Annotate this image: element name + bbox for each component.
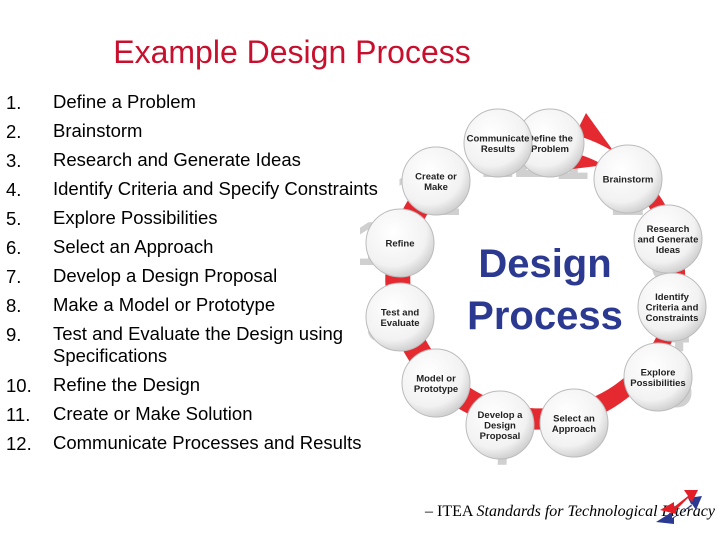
step-item: 7.Develop a Design Proposal <box>6 262 406 291</box>
diagram-node-label: Test and <box>381 307 420 318</box>
diagram-node-label: Ideas <box>656 245 680 256</box>
step-text: Communicate Processes and Results <box>53 429 406 458</box>
diagram-node-label: and Generate <box>638 235 699 246</box>
step-number: 6. <box>6 233 53 262</box>
diagram-node-label: Design <box>484 421 516 432</box>
diagram-node-label: Communicate <box>467 133 530 144</box>
step-text: Create or Make Solution <box>53 400 406 429</box>
diagram-node-label: Create or <box>415 171 457 182</box>
diagram-node-label: Proposal <box>480 431 521 442</box>
diagram-node-label: Define the <box>527 133 573 144</box>
step-text: Explore Possibilities <box>53 204 406 233</box>
step-number: 2. <box>6 117 53 146</box>
red-blue-arrows-logo-icon <box>652 488 704 528</box>
step-item: 3.Research and Generate Ideas <box>6 146 406 175</box>
citation-prefix: – ITEA <box>425 503 477 520</box>
step-text: Define a Problem <box>53 88 406 117</box>
diagram-node-label: Problem <box>531 144 569 155</box>
step-item: 6.Select an Approach <box>6 233 406 262</box>
diagram-node-label: Identify <box>655 292 689 303</box>
diagram-node-label: Results <box>481 144 515 155</box>
step-number: 12. <box>6 429 53 458</box>
diagram-node-label: Approach <box>552 424 597 435</box>
slide-title: Example Design Process <box>0 34 584 71</box>
step-item: 2.Brainstorm <box>6 117 406 146</box>
diagram-node: Brainstorm <box>594 145 662 213</box>
diagram-node-label: Brainstorm <box>603 175 654 186</box>
diagram-node-label: Criteria and <box>646 303 699 314</box>
diagram-node-label: Model or <box>416 373 456 384</box>
diagram-node: Refine <box>366 209 434 277</box>
step-item: 11.Create or Make Solution <box>6 400 406 429</box>
step-item: 9.Test and Evaluate the Design using Spe… <box>6 320 406 371</box>
diagram-node-label: Possibilities <box>630 378 685 389</box>
step-text: Make a Model or Prototype <box>53 291 406 320</box>
step-number: 5. <box>6 204 53 233</box>
step-number: 7. <box>6 262 53 291</box>
step-item: 4.Identify Criteria and Specify Constrai… <box>6 175 406 204</box>
step-number: 8. <box>6 291 53 320</box>
step-number: 9. <box>6 320 53 371</box>
step-text: Research and Generate Ideas <box>53 146 406 175</box>
step-text: Test and Evaluate the Design using Speci… <box>53 320 406 371</box>
diagram-node-label: Develop a <box>478 410 524 421</box>
diagram-node-label: Make <box>424 182 448 193</box>
step-text: Refine the Design <box>53 371 406 400</box>
step-text: Develop a Design Proposal <box>53 262 406 291</box>
diagram-center-design: Design <box>478 242 611 286</box>
step-item: 5.Explore Possibilities <box>6 204 406 233</box>
diagram-node-label: Evaluate <box>380 318 419 329</box>
diagram-node-label: Research <box>647 224 690 235</box>
step-item: 1.Define a Problem <box>6 88 406 117</box>
step-number: 11. <box>6 400 53 429</box>
step-text: Select an Approach <box>53 233 406 262</box>
diagram-node-label: Constraints <box>646 313 699 324</box>
step-text: Identify Criteria and Specify Constraint… <box>53 175 406 204</box>
design-process-diagram: 123456789101112 Define theProblemBrainst… <box>360 95 710 480</box>
step-number: 1. <box>6 88 53 117</box>
step-number: 3. <box>6 146 53 175</box>
step-number: 10. <box>6 371 53 400</box>
diagram-node-label: Select an <box>553 413 595 424</box>
diagram-node-label: Explore <box>641 367 676 378</box>
step-number: 4. <box>6 175 53 204</box>
step-item: 8.Make a Model or Prototype <box>6 291 406 320</box>
step-text: Brainstorm <box>53 117 406 146</box>
diagram-node-label: Refine <box>385 239 414 250</box>
diagram-center-process: Process <box>467 294 623 338</box>
step-item: 10.Refine the Design <box>6 371 406 400</box>
step-item: 12.Communicate Processes and Results <box>6 429 406 458</box>
diagram-node-label: Prototype <box>414 384 458 395</box>
